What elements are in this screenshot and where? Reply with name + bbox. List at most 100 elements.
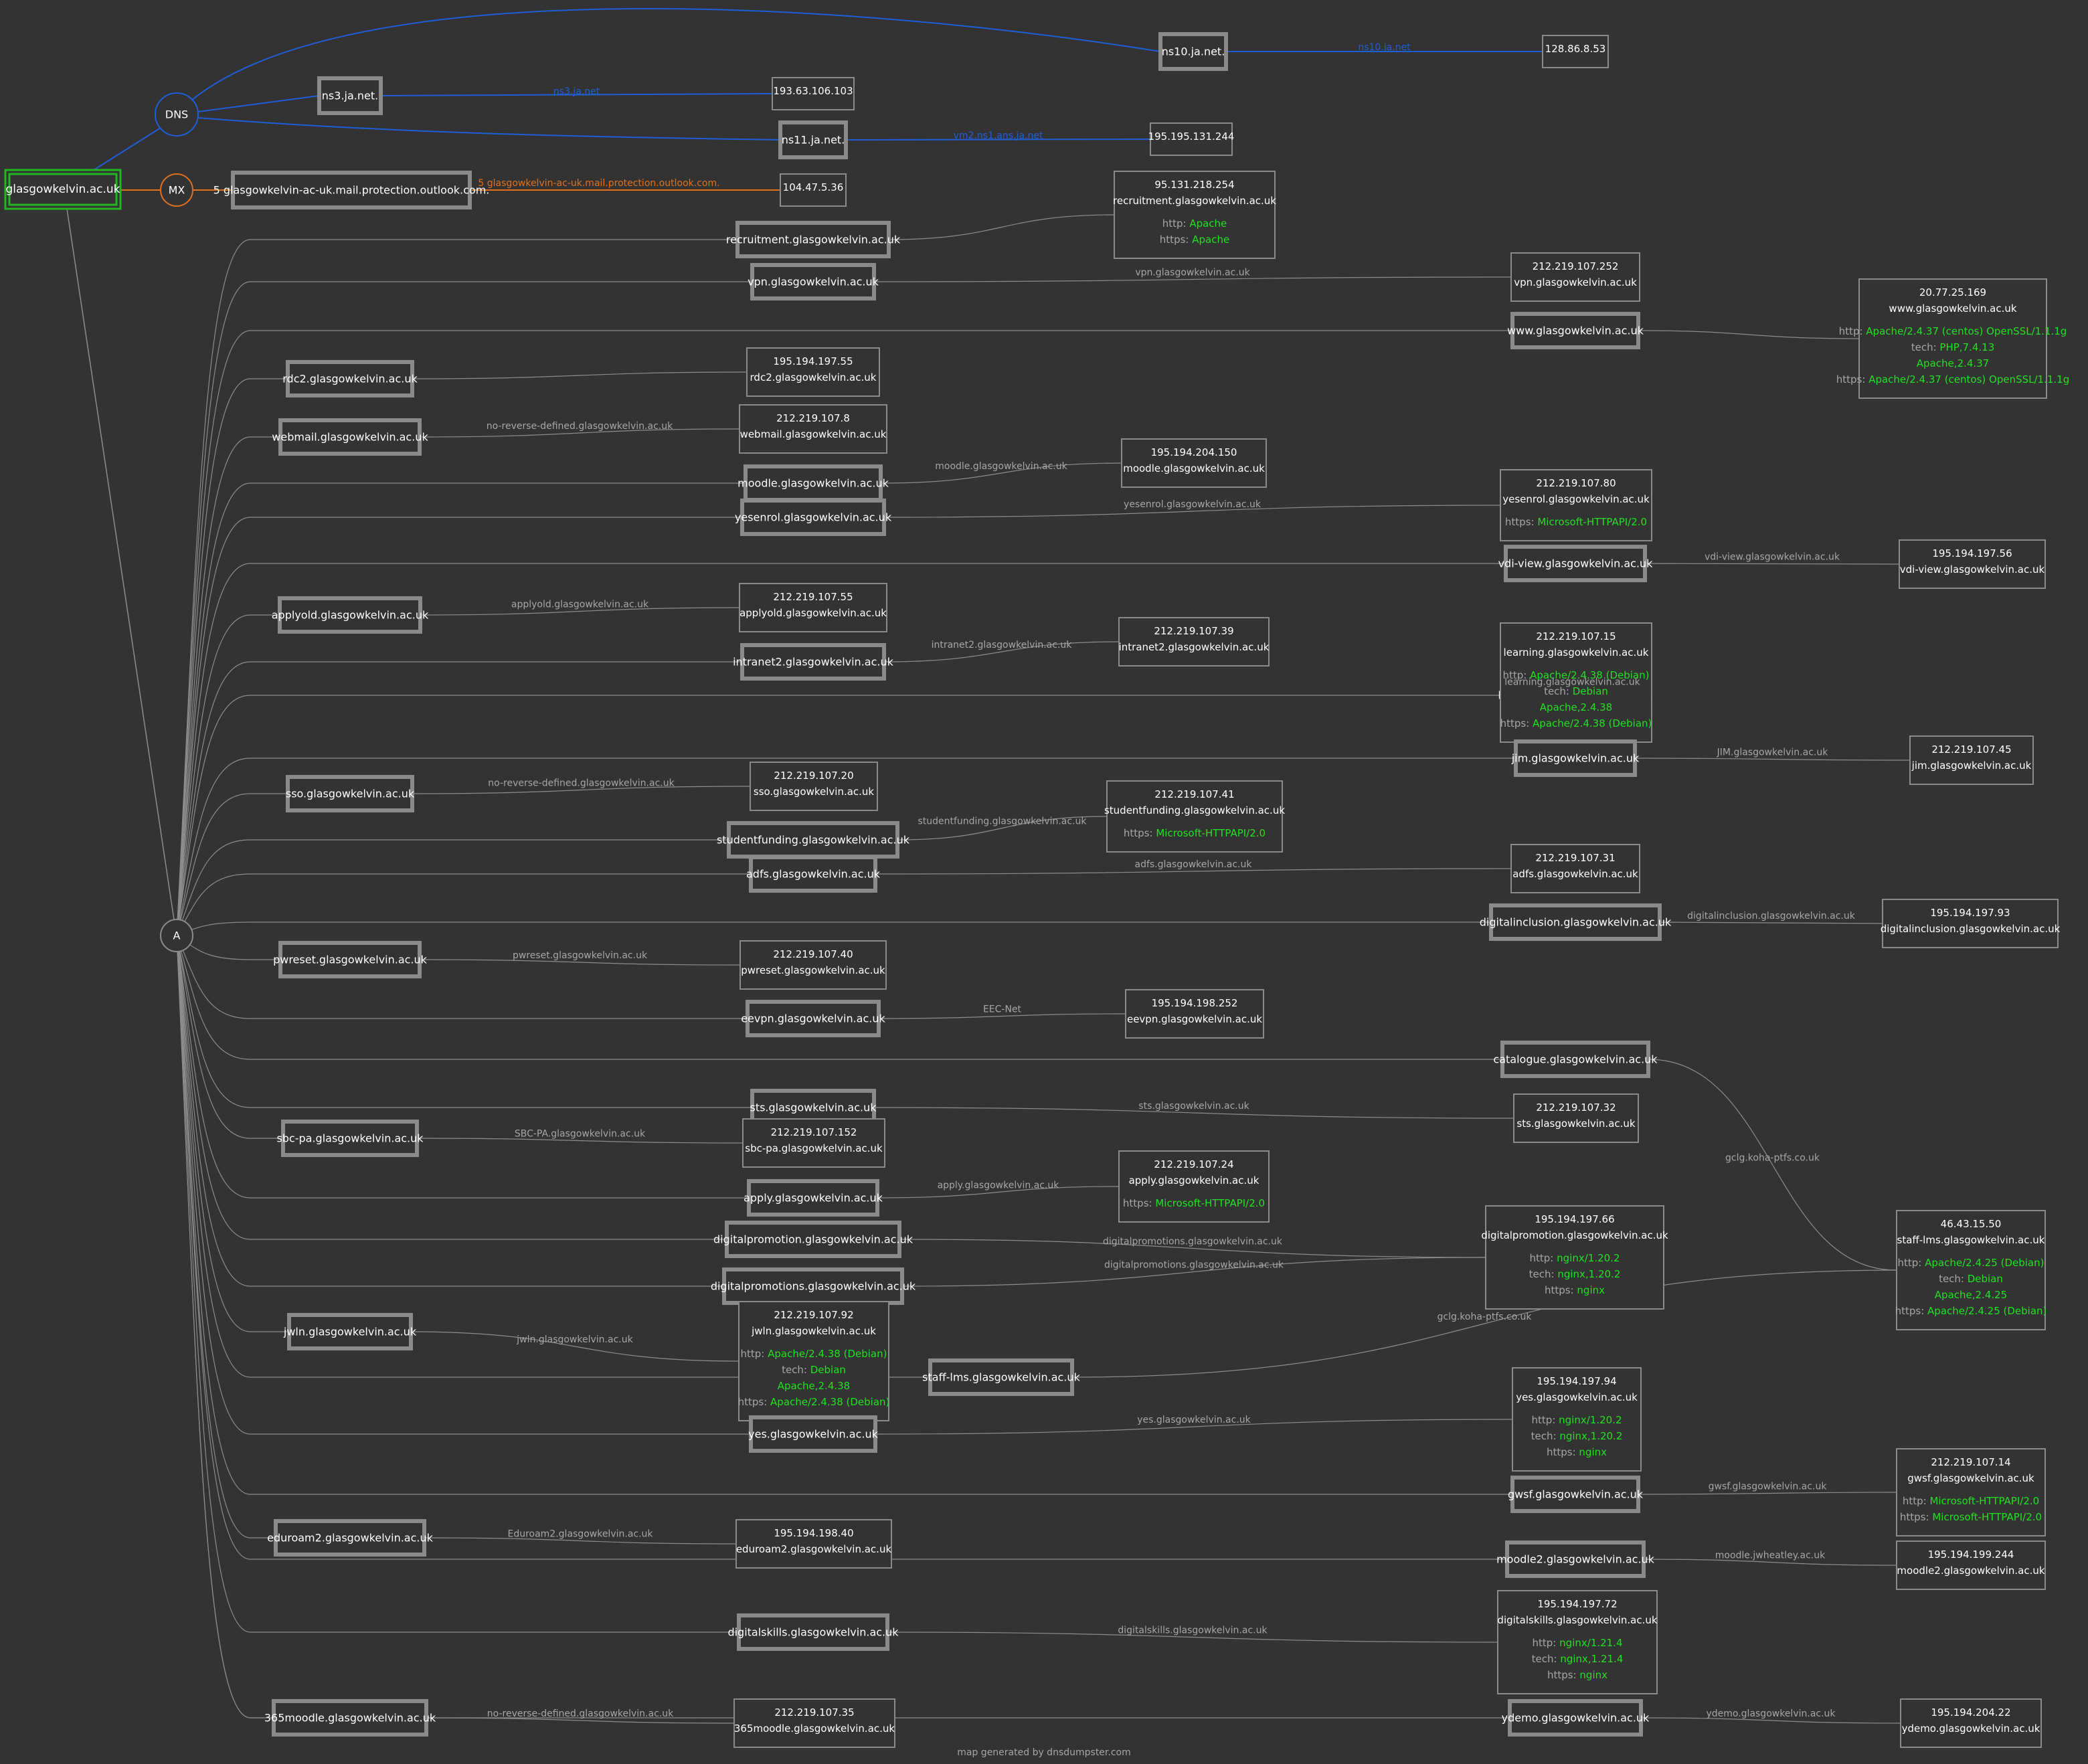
- a-record-26-ip-box-ip: 195.194.197.94: [1537, 1375, 1616, 1387]
- a-record-6-host[interactable]: yesenrol.glasgowkelvin.ac.uk: [735, 499, 892, 536]
- a-record-6-ip-box: 212.219.107.80yesenrol.glasgowkelvin.ac.…: [1500, 469, 1652, 541]
- a-record-12-edge-out: [412, 786, 751, 794]
- a-record-32-host[interactable]: ydemo.glasgowkelvin.ac.uk: [1502, 1699, 1650, 1737]
- a-record-16-host-label: pwreset.glasgowkelvin.ac.uk: [273, 954, 428, 966]
- a-record-19-ip-box-frame: [1513, 1093, 1639, 1143]
- a-record-22-ip-box-tech-line: tech: nginx,1.20.2: [1529, 1268, 1621, 1280]
- record-type-mx[interactable]: MX: [160, 173, 193, 207]
- a-record-31-host[interactable]: 365moodle.glasgowkelvin.ac.uk: [264, 1699, 436, 1737]
- a-record-15-host-frame: [1489, 903, 1662, 941]
- a-record-23-host[interactable]: digitalpromotions.glasgowkelvin.ac.uk: [711, 1267, 916, 1305]
- a-record-9-host[interactable]: intranet2.glasgowkelvin.ac.uk: [733, 643, 894, 681]
- tech-value: Debian: [1968, 1273, 2003, 1285]
- record-type-a[interactable]: A: [160, 919, 193, 952]
- a-record-1-edge-label: vpn.glasgowkelvin.ac.uk: [1135, 268, 1250, 278]
- dns-2-host-label: ns11.ja.net.: [782, 134, 845, 147]
- a-record-21-host[interactable]: apply.glasgowkelvin.ac.uk: [744, 1179, 883, 1217]
- dns-0-host[interactable]: ns10.ja.net.: [1158, 32, 1228, 71]
- dns-2-host[interactable]: ns11.ja.net.: [778, 120, 848, 159]
- tech-value: Apache/2.4.38 (Debian): [1533, 717, 1652, 729]
- a-record-28-host[interactable]: eduroam2.glasgowkelvin.ac.uk: [267, 1519, 434, 1557]
- a-record-16-host[interactable]: pwreset.glasgowkelvin.ac.uk: [273, 941, 428, 978]
- a-record-22-host[interactable]: digitalpromotion.glasgowkelvin.ac.uk: [713, 1221, 913, 1258]
- a-record-19-host-label: sts.glasgowkelvin.ac.uk: [750, 1101, 877, 1114]
- a-record-9-host-frame: [740, 643, 886, 681]
- a-record-8-ip-box-frame: [739, 583, 887, 632]
- a-record-15-host[interactable]: digitalinclusion.glasgowkelvin.ac.uk: [1480, 903, 1672, 941]
- a-record-0-host[interactable]: recruitment.glasgowkelvin.ac.uk: [726, 221, 901, 258]
- a-record-2-edge-in: [176, 330, 1512, 936]
- a-record-0-edge-out: [888, 214, 1115, 240]
- a-record-22-host-frame: [725, 1221, 901, 1258]
- a-record-8-edge-in: [176, 614, 280, 936]
- a-record-15-ip-box: 195.194.197.93digitalinclusion.glasgowke…: [1881, 899, 2061, 948]
- record-type-a-circle: [160, 919, 193, 952]
- a-record-25-host-frame: [928, 1358, 1074, 1396]
- a-record-32-ip-box-ptr: ydemo.glasgowkelvin.ac.uk: [1902, 1723, 2040, 1735]
- mx-host[interactable]: 5 glasgowkelvin-ac-uk.mail.protection.ou…: [213, 171, 490, 209]
- tech-key: tech:: [1529, 1268, 1558, 1280]
- a-record-3-host-label: rdc2.glasgowkelvin.ac.uk: [282, 373, 418, 385]
- a-record-26-host[interactable]: yes.glasgowkelvin.ac.uk: [748, 1415, 879, 1453]
- a-record-20-edge-label: SBC-PA.glasgowkelvin.ac.uk: [515, 1129, 646, 1140]
- a-record-5-host[interactable]: moodle.glasgowkelvin.ac.uk: [737, 464, 889, 502]
- tech-key: tech:: [1544, 685, 1573, 697]
- a-record-8-edge-label: applyold.glasgowkelvin.ac.uk: [511, 600, 649, 610]
- a-record-7-host-label: vdi-view.glasgowkelvin.ac.uk: [1498, 557, 1654, 570]
- a-record-14-host[interactable]: adfs.glasgowkelvin.ac.uk: [746, 855, 881, 893]
- a-record-24-edge-in: [176, 935, 289, 1332]
- a-record-3-ip-box-ptr: rdc2.glasgowkelvin.ac.uk: [750, 371, 877, 383]
- tech-value: Apache,2.4.38: [1540, 701, 1612, 713]
- a-record-17-host[interactable]: eevpn.glasgowkelvin.ac.uk: [741, 1000, 886, 1037]
- a-record-4-ip-box-ip: 212.219.107.8: [776, 412, 850, 424]
- a-record-30-host[interactable]: digitalskills.glasgowkelvin.ac.uk: [727, 1613, 899, 1651]
- record-type-dns[interactable]: DNS: [155, 92, 199, 137]
- dns-1-host-frame: [317, 76, 383, 115]
- a-record-9-ip-box: 212.219.107.39intranet2.glasgowkelvin.ac…: [1118, 617, 1270, 667]
- dns-1-host[interactable]: ns3.ja.net.: [317, 76, 383, 115]
- a-record-20-host[interactable]: sbc-pa.glasgowkelvin.ac.uk: [276, 1120, 424, 1157]
- a-record-29-host[interactable]: moodle2.glasgowkelvin.ac.uk: [1496, 1540, 1655, 1578]
- a-record-25-host[interactable]: staff-lms.glasgowkelvin.ac.uk: [922, 1358, 1081, 1396]
- a-record-13-host[interactable]: studentfunding.glasgowkelvin.ac.uk: [717, 821, 910, 859]
- a-record-8-host-frame: [278, 596, 422, 634]
- tech-key: https:: [1124, 827, 1156, 839]
- a-record-2-ip-box-frame: [1858, 278, 2047, 399]
- record-type-mx-circle: [160, 173, 193, 207]
- a-record-7-host[interactable]: vdi-view.glasgowkelvin.ac.uk: [1498, 545, 1654, 582]
- a-record-17-ip-box-frame: [1125, 989, 1264, 1039]
- a-record-14-host-frame: [749, 855, 877, 893]
- a-record-21-host-frame: [747, 1179, 879, 1217]
- a-record-2-host[interactable]: www.glasgowkelvin.ac.uk: [1507, 312, 1644, 349]
- a-record-32-edge-out: [1640, 1717, 1901, 1724]
- a-record-27-ip-box: 212.219.107.14gwsf.glasgowkelvin.ac.ukht…: [1896, 1448, 2046, 1536]
- a-record-8-host[interactable]: applyold.glasgowkelvin.ac.uk: [272, 596, 429, 634]
- a-record-24-host-label: jwln.glasgowkelvin.ac.uk: [283, 1326, 417, 1338]
- a-record-3-host[interactable]: rdc2.glasgowkelvin.ac.uk: [282, 360, 418, 398]
- root-domain-node[interactable]: glasgowkelvin.ac.uk: [4, 169, 122, 210]
- a-record-4-host[interactable]: webmail.glasgowkelvin.ac.uk: [272, 418, 428, 456]
- a-record-11-host[interactable]: jim.glasgowkelvin.ac.uk: [1511, 739, 1640, 777]
- a-record-18-ip-box-tech-line: tech: Debian: [1939, 1273, 2003, 1285]
- mx-edge-label: 5 glasgowkelvin-ac-uk.mail.protection.ou…: [478, 178, 719, 189]
- tech-key: https:: [1895, 1305, 1927, 1317]
- a-record-12-host[interactable]: sso.glasgowkelvin.ac.uk: [286, 775, 415, 812]
- a-record-1-host[interactable]: vpn.glasgowkelvin.ac.uk: [748, 263, 879, 300]
- a-record-22-edge-out: [899, 1239, 1486, 1258]
- a-record-20-edge-out: [416, 1138, 744, 1144]
- a-record-18-host[interactable]: catalogue.glasgowkelvin.ac.uk: [1493, 1041, 1658, 1078]
- a-record-30-ip-box: 195.194.197.72digitalskills.glasgowkelvi…: [1497, 1590, 1658, 1694]
- tech-value: Apache: [1189, 217, 1227, 230]
- a-record-30-ip-box-ip: 195.194.197.72: [1537, 1598, 1617, 1610]
- a-record-27-ip-box-ptr: gwsf.glasgowkelvin.ac.uk: [1907, 1472, 2034, 1484]
- a-record-18-edge-out: [1648, 1059, 1897, 1271]
- a-record-2-ip-box: 20.77.25.169www.glasgowkelvin.ac.ukhttp:…: [1836, 278, 2069, 399]
- tech-key: http:: [1898, 1257, 1925, 1269]
- a-record-25-edge-label: gclg.koha-ptfs.co.uk: [1438, 1312, 1533, 1322]
- a-record-24-host[interactable]: jwln.glasgowkelvin.ac.uk: [283, 1313, 417, 1350]
- a-record-15-ip-box-frame: [1882, 899, 2059, 948]
- a-record-10-ip-box-tech-line: http: Apache/2.4.38 (Debian): [1503, 669, 1650, 681]
- a-record-27-host[interactable]: gwsf.glasgowkelvin.ac.uk: [1508, 1476, 1644, 1513]
